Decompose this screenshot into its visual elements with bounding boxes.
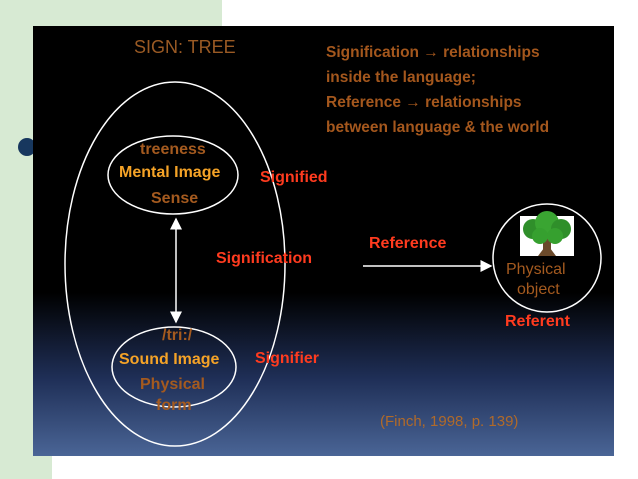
signified-mental-image: Mental Image — [119, 165, 220, 181]
page-background — [52, 456, 638, 479]
note-inside-language: inside the language; — [326, 65, 476, 90]
referent-object: object — [517, 282, 560, 298]
referent-label: Referent — [505, 314, 570, 330]
signifier-form: form — [156, 398, 192, 414]
signified-sense: Sense — [151, 191, 198, 207]
note-signification: Signification → relationships — [326, 40, 540, 65]
signified-label: Signified — [260, 170, 328, 186]
signifier-physical: Physical — [140, 377, 205, 393]
note-between-language-world: between language & the world — [326, 115, 549, 140]
citation: (Finch, 1998, p. 139) — [380, 414, 518, 429]
signification-label: Signification — [216, 251, 312, 267]
signifier-sound-image: Sound Image — [119, 352, 219, 368]
signified-treeness: treeness — [140, 142, 206, 158]
tree-icon — [520, 211, 574, 256]
slide-canvas: SIGN: TREE Signification → relationships… — [33, 26, 614, 456]
signifier-phonetic: /tri:/ — [162, 328, 192, 344]
note-reference: Reference → relationships — [326, 90, 522, 115]
reference-label: Reference — [369, 236, 446, 252]
signifier-label: Signifier — [255, 351, 319, 367]
diagram-lines — [33, 26, 614, 456]
diagram-title: SIGN: TREE — [134, 38, 236, 56]
referent-physical: Physical — [506, 262, 566, 278]
